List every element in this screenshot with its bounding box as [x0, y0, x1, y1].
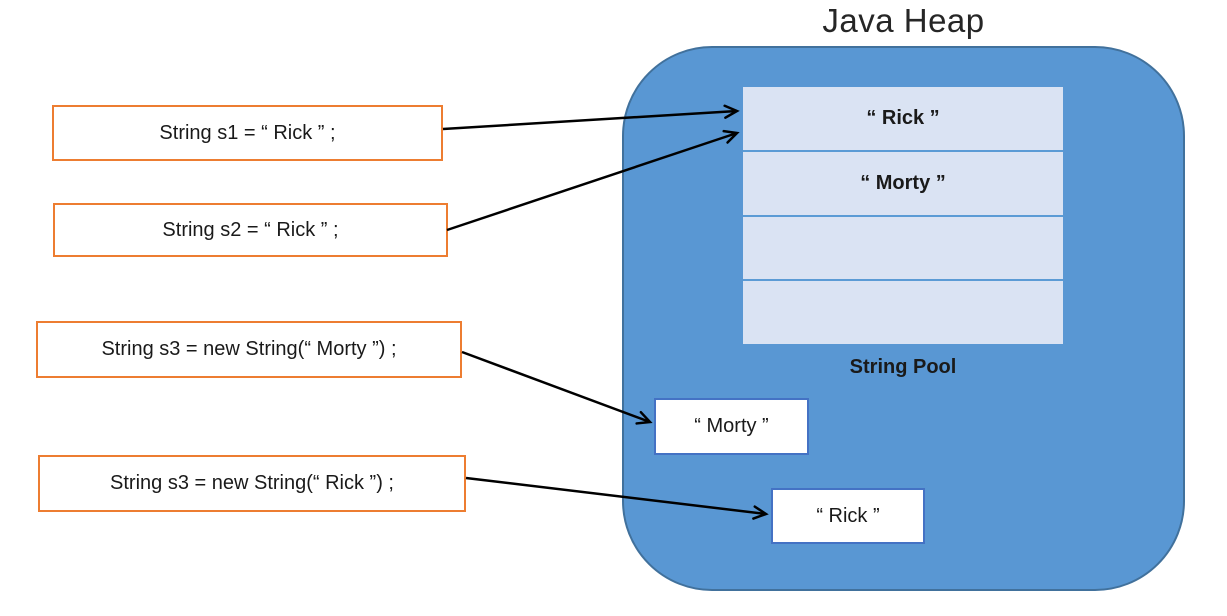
- string-pool-label: String Pool: [849, 356, 957, 378]
- heap-object-morty: “ Morty ”: [654, 398, 809, 455]
- java-heap-title: Java Heap: [822, 2, 985, 39]
- code-box-s3-morty: String s3 = new String(“ Morty ”) ;: [36, 321, 462, 378]
- code-box-s3-rick: String s3 = new String(“ Rick ”) ;: [38, 455, 466, 512]
- string-pool-row-empty-1: [743, 214, 1063, 280]
- string-pool-row-empty-2: [743, 279, 1063, 344]
- string-pool-table: “ Rick ” “ Morty ”: [743, 87, 1063, 344]
- string-pool-row-morty: “ Morty ”: [743, 149, 1063, 215]
- code-box-s2: String s2 = “ Rick ” ;: [53, 203, 448, 257]
- string-pool-row-rick: “ Rick ”: [866, 106, 940, 129]
- heap-object-rick: “ Rick ”: [771, 488, 925, 544]
- code-box-s1: String s1 = “ Rick ” ;: [52, 105, 443, 161]
